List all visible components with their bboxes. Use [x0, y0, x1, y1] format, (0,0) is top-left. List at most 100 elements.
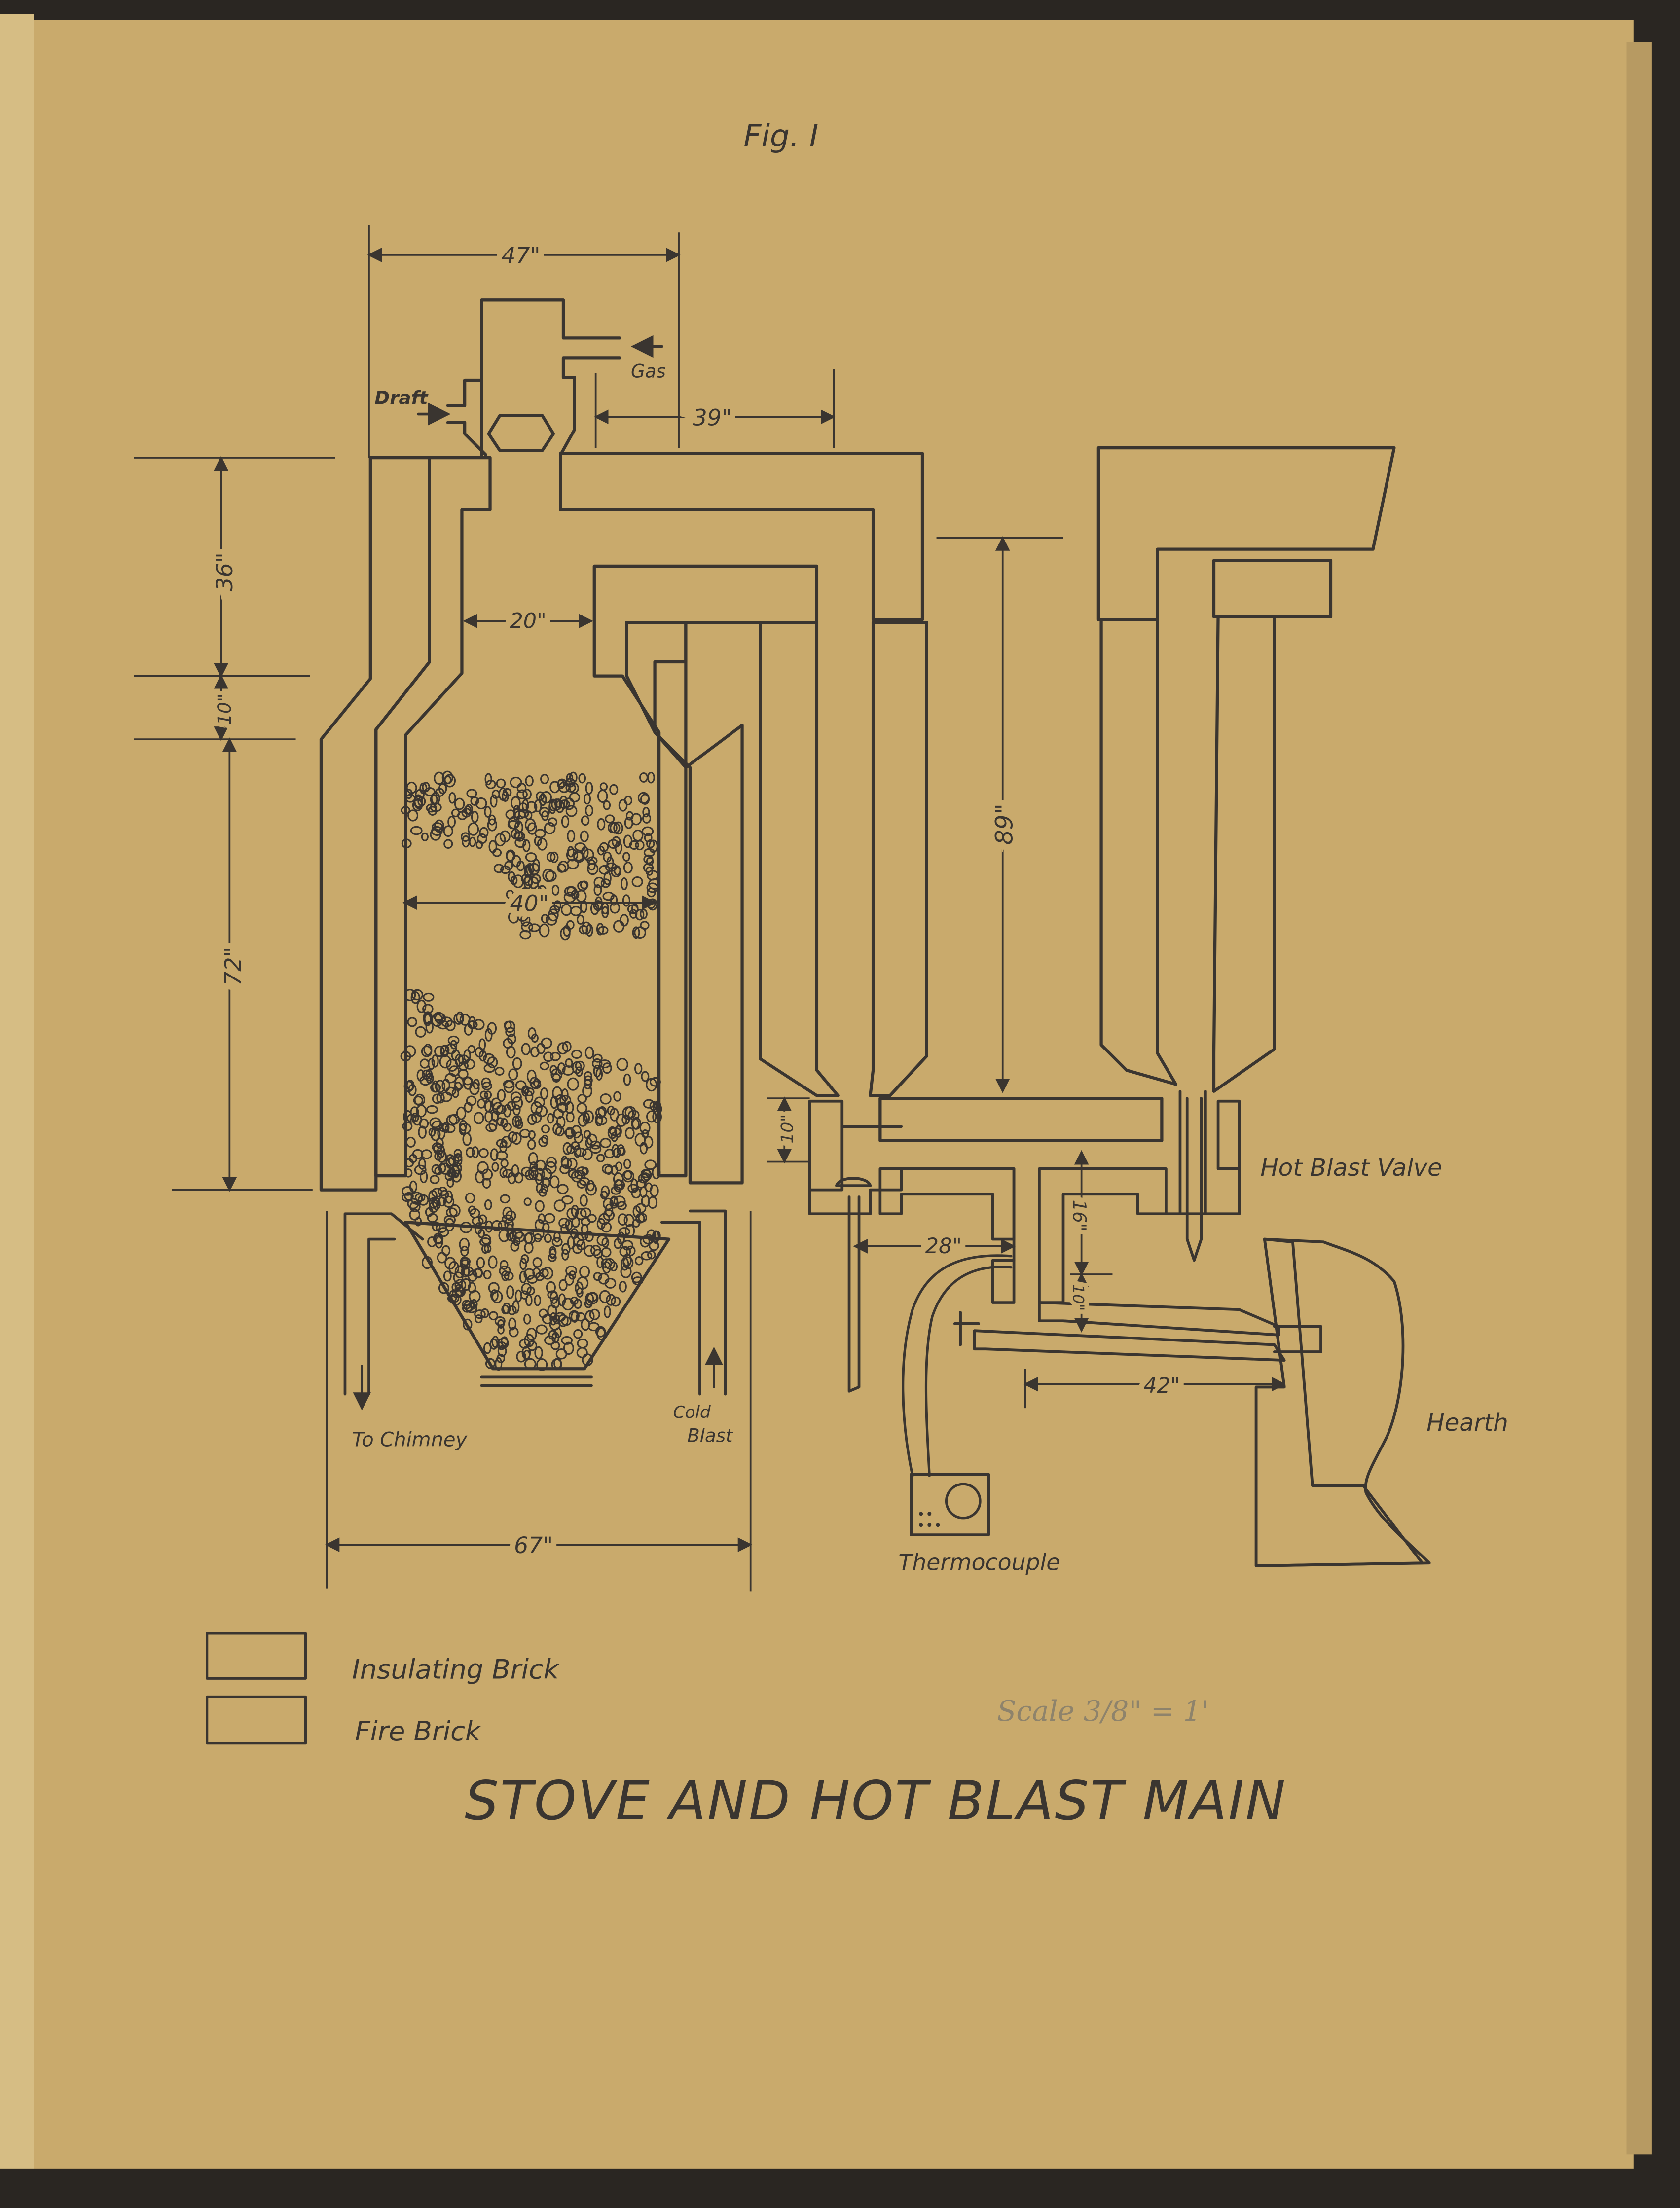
coke-lump	[405, 794, 416, 803]
label-draft: Draft	[374, 388, 428, 409]
dim-67: 67"	[514, 1532, 553, 1558]
coke-lump	[601, 1221, 612, 1233]
coke-lump	[561, 1336, 573, 1345]
coke-lump	[512, 1229, 523, 1240]
coke-lump	[542, 869, 555, 882]
coke-lump	[434, 1234, 443, 1244]
coke-lump	[624, 816, 633, 829]
coke-lump	[462, 835, 470, 848]
coke-lump	[432, 822, 443, 832]
coke-lump	[616, 1057, 628, 1071]
coke-lump	[500, 1118, 508, 1128]
coke-lump	[475, 1314, 483, 1324]
coke-lump	[414, 1217, 422, 1227]
coke-lump	[436, 1223, 447, 1233]
coke-lump	[606, 856, 614, 869]
coke-lump	[523, 864, 532, 877]
coke-lump	[516, 1350, 526, 1363]
coke-lump	[623, 1073, 631, 1086]
coke-lump	[483, 1063, 496, 1073]
coke-lump	[581, 1224, 589, 1235]
coke-lump	[458, 1054, 470, 1065]
coke-lump	[502, 1214, 514, 1224]
coke-lump	[554, 798, 563, 808]
coke-lump	[646, 870, 659, 881]
coke-lump	[613, 1147, 621, 1158]
coke-lump	[603, 1197, 614, 1210]
coke-lump	[481, 1244, 489, 1254]
coke-lump	[549, 1248, 557, 1259]
coke-lump	[561, 1249, 569, 1261]
coke-lump	[533, 1079, 542, 1088]
coke-lump	[430, 1127, 441, 1141]
coke-lump	[454, 797, 465, 810]
coke-lump	[646, 1110, 657, 1123]
coke-lump	[519, 1258, 527, 1270]
coke-lump	[619, 1280, 627, 1293]
coke-lump	[559, 1164, 570, 1174]
coke-lump	[504, 1020, 515, 1033]
coke-lump	[459, 1120, 468, 1131]
dimension-labels: 47" 39" 36" 10" 72" 20" 40" 89" 67" 10" …	[206, 237, 1186, 1564]
coke-lump	[484, 1090, 492, 1099]
coke-lump	[457, 811, 468, 820]
coke-lump	[596, 1154, 605, 1162]
coke-lump	[595, 1113, 603, 1127]
dim-39: 39"	[693, 404, 732, 431]
coke-lump	[445, 1043, 457, 1054]
dim-20: 20"	[510, 609, 547, 634]
coke-lump	[484, 1110, 493, 1123]
coke-lump	[481, 1077, 491, 1088]
coke-lump	[603, 851, 612, 863]
coke-lump	[647, 1250, 656, 1260]
coke-lump	[585, 1182, 597, 1196]
label-hearth: Hearth	[1426, 1409, 1508, 1437]
coke-lump	[535, 1272, 545, 1281]
coke-lump	[505, 1027, 516, 1038]
coke-lump	[466, 1147, 475, 1158]
coke-lump	[611, 1186, 621, 1195]
coke-lump	[534, 836, 542, 846]
coke-lump	[584, 1046, 594, 1059]
coke-lump	[640, 1172, 651, 1182]
coke-lump	[462, 1266, 474, 1277]
coke-lump	[454, 1076, 464, 1090]
coke-lump	[566, 886, 577, 896]
coke-lump	[575, 1281, 584, 1295]
dim-28: 28"	[925, 1234, 962, 1259]
coke-lump	[464, 805, 472, 815]
coke-lump	[485, 1358, 496, 1369]
coke-lump	[439, 1055, 452, 1069]
burner-nozzle	[487, 414, 555, 452]
coke-lump	[496, 1353, 505, 1363]
coke-lump	[491, 1097, 502, 1110]
coke-lump	[423, 992, 435, 1002]
coke-lump	[462, 1300, 472, 1309]
coke-lump	[560, 1224, 569, 1234]
dim-89: 89"	[991, 803, 1019, 845]
coke-lump	[641, 826, 654, 836]
coke-lump	[557, 1184, 569, 1194]
coke-lump	[403, 1045, 416, 1058]
coke-lump	[535, 1200, 545, 1212]
coke-lump	[536, 1324, 548, 1335]
coke-lump	[592, 1053, 603, 1063]
coke-lump	[599, 1290, 611, 1303]
coke-lump	[434, 1046, 445, 1057]
coke-lump	[410, 991, 420, 1004]
coke-lump	[429, 1197, 438, 1209]
coke-lump	[637, 792, 650, 804]
coke-lump	[479, 827, 489, 838]
coke-lump	[575, 1208, 587, 1220]
coke-lump	[593, 884, 602, 896]
label-cold: Cold	[673, 1403, 711, 1422]
coke-lump	[435, 1080, 446, 1093]
coke-lump	[558, 781, 570, 793]
coke-lump	[550, 1052, 561, 1061]
coke-lump	[613, 920, 625, 933]
coke-lump	[593, 876, 605, 888]
coke-lump	[522, 839, 531, 852]
coke-lump	[525, 1090, 534, 1103]
coke-lump	[571, 1170, 583, 1183]
coke-lump	[546, 1157, 557, 1168]
